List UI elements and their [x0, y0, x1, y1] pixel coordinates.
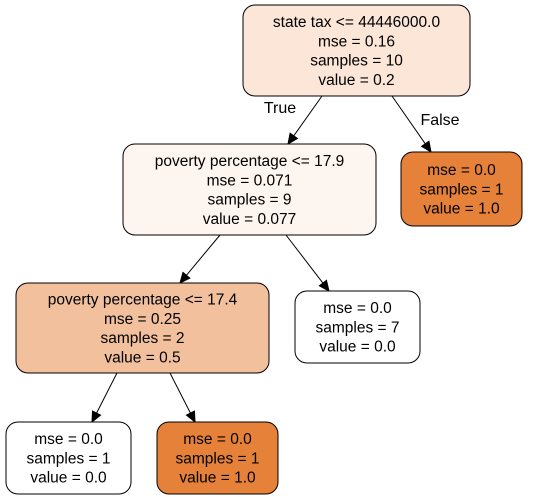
tree-node-n0: state tax <= 44446000.0 mse = 0.16 samples…: [242, 4, 471, 97]
arrowhead-icon: [91, 410, 102, 424]
arrowhead-icon: [420, 140, 432, 153]
node-text-line: value = 0.0: [30, 470, 107, 487]
arrowhead-icon: [185, 410, 196, 424]
node-text-line: samples = 9: [207, 192, 291, 209]
arrowhead-icon: [318, 279, 330, 292]
node-box: [15, 282, 270, 374]
edge-line: [293, 95, 323, 137]
edge-n0-n1: True: [264, 95, 323, 145]
node-text-line: value = 1.0: [179, 470, 256, 487]
tree-node-n2: mse = 0.0 samples = 1 value = 1.0: [400, 151, 523, 227]
node-text-line: poverty percentage <= 17.9: [155, 153, 345, 170]
node-text-line: mse = 0.0: [323, 300, 392, 317]
node-box: [294, 290, 421, 364]
node-text-line: value = 0.2: [318, 72, 394, 89]
tree-node-n1: poverty percentage <= 17.9 mse = 0.071 sam…: [122, 143, 377, 236]
edge-label: True: [264, 100, 296, 117]
node-box: [400, 151, 523, 227]
node-text-line: mse = 0.25: [104, 311, 181, 328]
node-text-line: value = 1.0: [423, 201, 500, 218]
node-text-line: mse = 0.16: [318, 33, 395, 50]
edge-line: [96, 372, 118, 414]
node-box: [122, 143, 377, 236]
tree-node-n5: mse = 0.0 samples = 1 value = 0.0: [5, 421, 132, 495]
node-text-line: mse = 0.0: [183, 431, 252, 448]
node-text-line: samples = 2: [100, 330, 184, 347]
tree-node-n6: mse = 0.0 samples = 1 value = 1.0: [156, 421, 279, 495]
node-text-line: samples = 7: [315, 319, 399, 336]
tree-node-n4: mse = 0.0 samples = 7 value = 0.0: [294, 290, 421, 364]
node-box: [5, 421, 132, 495]
tree-node-n3: poverty percentage <= 17.4 mse = 0.25 samp…: [15, 282, 270, 374]
edge-label: False: [420, 112, 459, 129]
node-box: [156, 421, 279, 495]
node-text-line: state tax <= 44446000.0: [273, 14, 441, 31]
edge-n1-n4: [285, 234, 330, 292]
node-text-line: mse = 0.071: [207, 172, 293, 189]
node-text-line: samples = 1: [175, 450, 259, 467]
node-text-line: value = 0.0: [319, 339, 396, 356]
node-text-line: poverty percentage <= 17.4: [48, 291, 238, 308]
node-text-line: value = 0.077: [203, 211, 297, 228]
node-text-line: mse = 0.0: [427, 162, 496, 179]
nodes-layer: state tax <= 44446000.0 mse = 0.16 samples…: [5, 4, 523, 495]
edge-line: [169, 372, 191, 414]
node-text-line: value = 0.5: [104, 349, 180, 366]
node-text-line: samples = 10: [310, 53, 403, 70]
edge-line: [391, 95, 426, 145]
edge-n3-n5: [91, 372, 118, 424]
node-text-line: samples = 1: [419, 181, 503, 198]
node-text-line: mse = 0.0: [34, 431, 103, 448]
arrowhead-icon: [179, 271, 191, 284]
edge-n1-n3: [179, 234, 221, 284]
node-text-line: samples = 1: [26, 450, 110, 467]
edge-line: [186, 234, 221, 276]
edge-n0-n2: False: [391, 95, 460, 153]
node-box: [242, 4, 471, 97]
arrowhead-icon: [287, 132, 299, 145]
edge-line: [285, 234, 324, 284]
edge-n3-n6: [169, 372, 196, 424]
